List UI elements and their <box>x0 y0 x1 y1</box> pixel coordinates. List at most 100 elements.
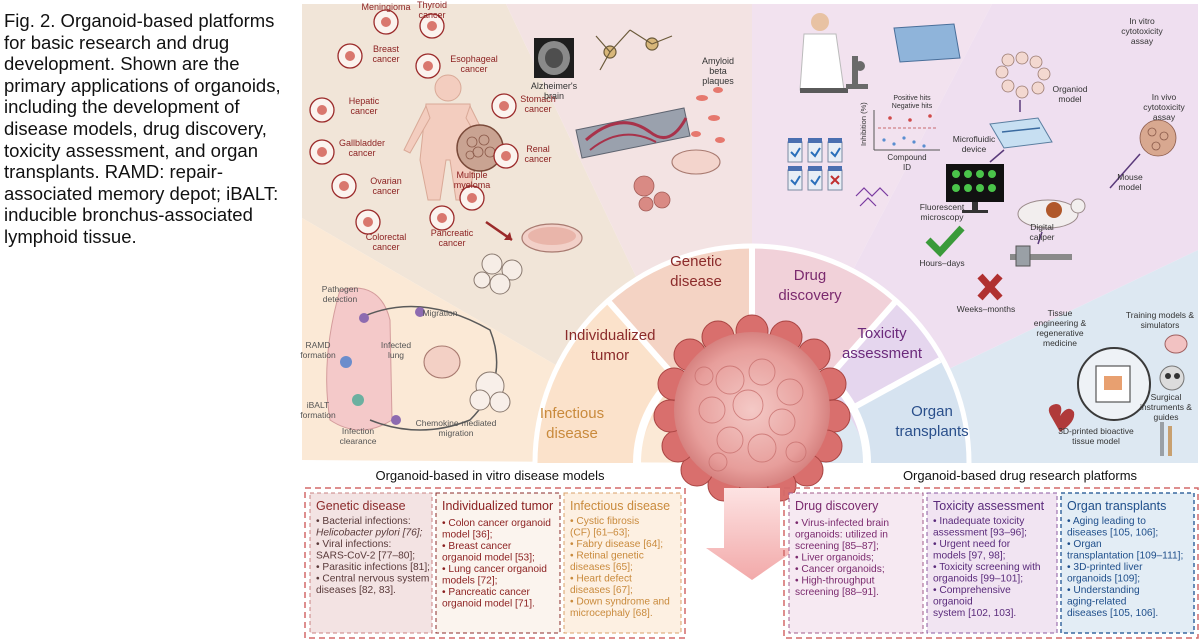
neuron-icon <box>595 29 673 71</box>
clearance-organoids-icon <box>469 371 511 413</box>
well-plate-icon <box>893 23 961 63</box>
box-infectious-items: • Cystic fibrosis (CF) [61–63]; • Fabry … <box>570 516 673 619</box>
figure-caption: Fig. 2. Organoid-based platforms for bas… <box>4 10 281 247</box>
inner-fan-ring <box>532 243 972 464</box>
label-weeks-months: Weeks–months <box>957 304 1015 314</box>
fluorescent-monitor-icon <box>946 164 1004 213</box>
toxicity-arrows <box>989 100 1141 245</box>
box-drug-title: Drug discovery <box>795 499 879 513</box>
box-tumor-items: • Colon cancer organoid model [36]; • Br… <box>442 518 554 610</box>
dish-icon-genetic <box>671 149 721 175</box>
lung-dish-icon <box>423 345 461 379</box>
down-arrow-icon <box>706 488 798 580</box>
surgical-tools-icon <box>1160 422 1172 456</box>
label-migration: Migration <box>423 308 458 318</box>
box-organ-items: • Aging leading to diseases [105, 106]; … <box>1067 516 1186 619</box>
skull-icon <box>1159 365 1185 391</box>
box-toxicity: Toxicity assessment • Inadequate toxicit… <box>926 492 1058 634</box>
section-title-left: Organoid-based in vitro disease models <box>375 468 605 483</box>
axon-fiber-icon <box>575 107 691 159</box>
box-genetic: Genetic disease • Bacterial infections: … <box>309 492 433 634</box>
tumor-zoom-circle <box>456 124 504 172</box>
box-genetic-items: • Bacterial infections: Helicobacter pyl… <box>316 516 433 596</box>
body-figure <box>403 74 493 201</box>
label-hours-days: Hours–days <box>919 258 964 268</box>
sample-vials-icon <box>787 138 843 191</box>
box-drug-items: • Virus-infected brain organoids: utiliz… <box>795 518 892 598</box>
label-negative-hits: Negative hits <box>892 103 933 110</box>
box-tumor-title: Individualized tumor <box>442 499 553 513</box>
scientist-icon <box>799 13 848 93</box>
checkmark-icon <box>925 225 965 258</box>
organoid-cluster-icon <box>473 253 523 295</box>
organoid-ring-icon <box>995 51 1051 99</box>
brain-model-icon <box>1164 334 1188 354</box>
cross-icon <box>977 273 1003 301</box>
right-boxes-frame <box>783 487 1199 639</box>
box-genetic-title: Genetic disease <box>316 499 406 513</box>
cytotoxicity-organoid-icon <box>1139 119 1177 157</box>
section-title-right: Organoid-based drug research platforms <box>903 468 1138 483</box>
label-inhibition: Inhibition (%) <box>859 102 868 146</box>
microscope-icon <box>846 56 868 89</box>
box-organ-title: Organ transplants <box>1067 499 1166 513</box>
label-positive-hits: Positive hits <box>893 95 931 102</box>
box-infectious-title: Infectious disease <box>570 499 670 513</box>
amyloid-plaques-icon <box>691 87 725 143</box>
box-toxicity-items: • Inadequate toxicity assessment [93–96]… <box>933 516 1043 619</box>
label-training: Training models &simulators <box>1126 310 1195 330</box>
heart-model-icon <box>1048 404 1075 432</box>
box-tumor: Individualized tumor • Colon cancer orga… <box>435 492 561 634</box>
molecule-icon <box>855 187 889 207</box>
microfluidic-device-icon <box>989 117 1053 149</box>
box-organ: Organ transplants • Aging leading to dis… <box>1060 492 1195 634</box>
left-boxes-frame <box>304 487 686 639</box>
caliper-icon <box>1010 245 1072 267</box>
box-drug: Drug discovery • Virus-infected brain or… <box>788 492 924 634</box>
box-toxicity-title: Toxicity assessment <box>933 499 1045 513</box>
mouse-icon <box>1017 198 1086 229</box>
label-meningioma: Meningioma <box>361 2 410 12</box>
central-organoid-illustration <box>653 314 851 506</box>
lung-icon <box>326 287 393 431</box>
